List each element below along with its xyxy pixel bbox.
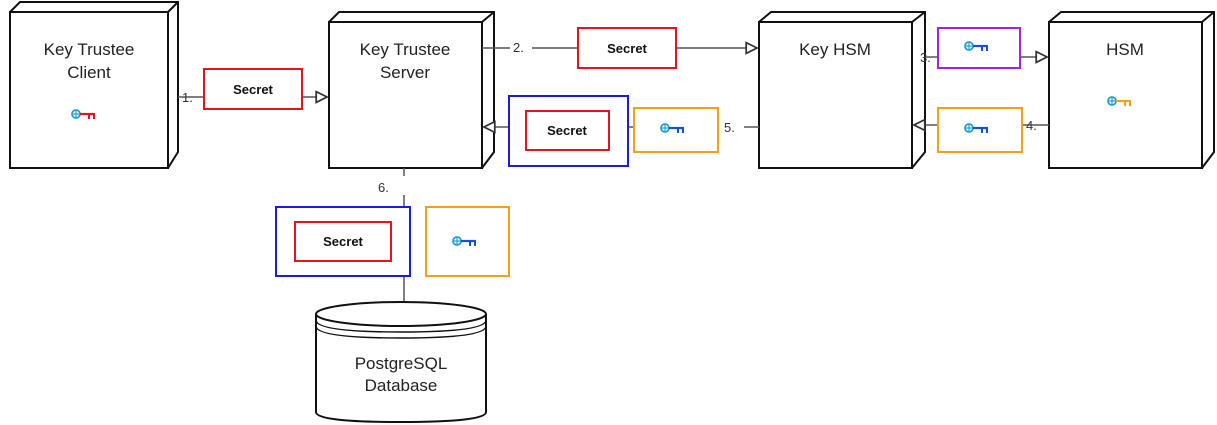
step-6-label: 6. <box>378 180 389 195</box>
step-6-connector: 6. Secret <box>275 168 510 316</box>
secret-box <box>577 27 677 69</box>
step-5-label: 5. <box>724 120 735 135</box>
client-label-line2: Client <box>67 63 111 82</box>
secret-label: Secret <box>607 41 647 56</box>
node-key-trustee-client: Key Trustee Client <box>9 1 179 169</box>
server-label-line1: Key Trustee <box>360 40 451 59</box>
keyhsm-label: Key HSM <box>799 40 871 59</box>
step-1-connector: 1. Secret <box>178 68 327 110</box>
step-2-label: 2. <box>513 40 524 55</box>
node-key-hsm: Key HSM <box>758 11 926 169</box>
secret-box <box>525 110 610 151</box>
step-4-label: 4. <box>1026 118 1037 133</box>
node-hsm: HSM <box>1048 11 1215 169</box>
step-3-label: 3. <box>920 50 931 65</box>
step-5-connector: 5. Secret <box>484 95 759 167</box>
key-box-orange <box>633 107 719 153</box>
secret-label: Secret <box>233 82 273 97</box>
node-key-trustee-server: Key Trustee Server <box>328 11 495 169</box>
key-box-orange <box>937 107 1023 153</box>
hsm-label: HSM <box>1106 40 1144 59</box>
step-2-connector: 2. Secret <box>482 27 757 69</box>
key-box-purple <box>937 27 1021 69</box>
step-3-connector: 3. <box>920 27 1047 69</box>
secret-label: Secret <box>323 234 363 249</box>
secret-box <box>203 68 303 110</box>
step-1-label: 1. <box>182 90 193 105</box>
node-postgresql-database: PostgreSQL Database <box>315 301 487 424</box>
database-label-line2: Database <box>365 376 438 395</box>
step-4-connector: 4. <box>914 107 1049 153</box>
client-label-line1: Key Trustee <box>44 40 135 59</box>
secret-label: Secret <box>547 123 587 138</box>
database-label-line1: PostgreSQL <box>355 354 448 373</box>
server-label-line2: Server <box>380 63 430 82</box>
secret-box <box>294 221 392 262</box>
